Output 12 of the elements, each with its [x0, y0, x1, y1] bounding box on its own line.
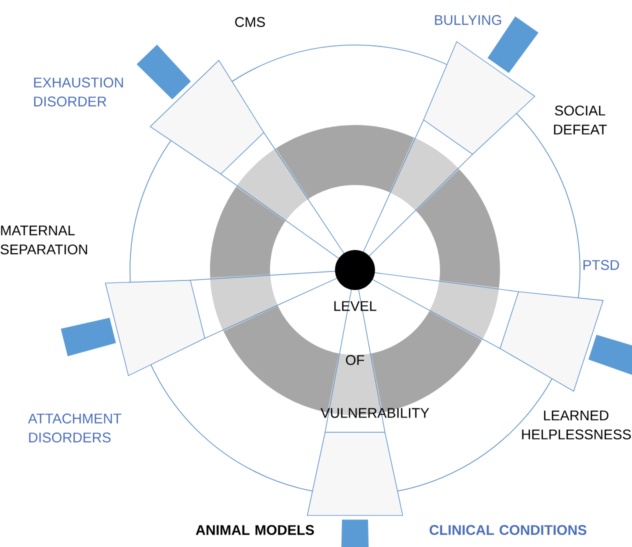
label: PTSD	[583, 260, 619, 270]
label: CLINICAL CONDITIONS	[430, 525, 586, 535]
label: LEVEL	[334, 301, 376, 311]
label: EXHAUSTION DISORDER	[34, 78, 123, 106]
label: SOCIAL DEFEAT	[554, 106, 607, 134]
label: OF	[346, 355, 364, 365]
label: ATTACHMENT DISORDERS	[28, 414, 122, 442]
label: BULLYING	[435, 15, 502, 25]
label: ANIMAL MODELS	[196, 525, 314, 535]
label: LEARNED HELPLESSNESS	[522, 410, 631, 440]
label: MATERNAL SEPARATION	[0, 226, 88, 254]
label: CMS	[235, 17, 265, 27]
